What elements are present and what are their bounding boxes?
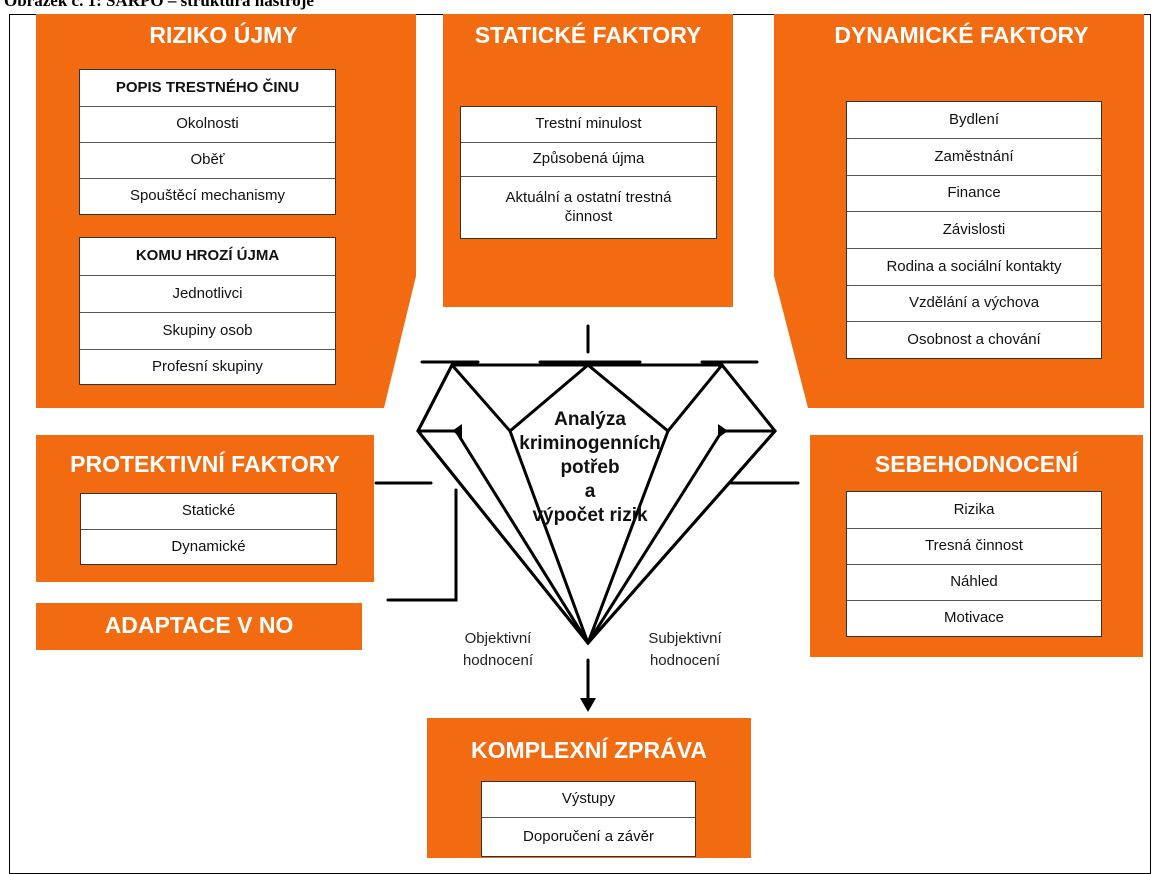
dynamicke-item: Zaměstnání <box>847 139 1101 176</box>
popis-item: Okolnosti <box>80 107 335 143</box>
dynamicke-faktory-table: Bydlení Zaměstnání Finance Závislosti Ro… <box>846 101 1102 359</box>
komu-hrozi-ujma-table: KOMU HROZÍ ÚJMA Jednotlivci Skupiny osob… <box>79 237 336 385</box>
dynamicke-item: Finance <box>847 176 1101 212</box>
komu-item: Skupiny osob <box>80 313 335 350</box>
komu-item: Jednotlivci <box>80 276 335 313</box>
staticke-faktory-title: STATICKÉ FAKTORY <box>474 22 702 48</box>
subjektivni-line: hodnocení <box>649 652 721 669</box>
riziko-ujmy-title: RIZIKO ÚJMY <box>149 22 298 48</box>
adaptace-title: ADAPTACE V NO <box>104 612 294 638</box>
center-line: potřeb <box>560 457 620 478</box>
dynamicke-item: Vzdělání a výchova <box>847 286 1101 322</box>
objektivni-line: hodnocení <box>462 652 534 669</box>
staticke-faktory-table: Trestní minulost Způsobená újma Aktuální… <box>460 106 717 239</box>
dynamicke-item: Bydlení <box>847 102 1101 139</box>
center-line: Analýza <box>554 409 626 430</box>
popis-header: POPIS TRESTNÉHO ČINU <box>80 70 335 107</box>
subjektivni-hodnoceni-label: Subjektivní hodnocení <box>630 628 740 672</box>
dynamicke-item: Osobnost a chování <box>907 330 1041 348</box>
center-line: výpočet rizik <box>532 505 648 526</box>
arrow-head <box>580 698 596 712</box>
komplexni-item: Doporučení a závěr <box>523 827 654 845</box>
komplexni-zprava-table: Výstupy Doporučení a závěr <box>481 781 696 857</box>
popis-item: Oběť <box>80 143 335 179</box>
staticke-item: Způsobená újma <box>461 143 716 177</box>
adaptace-panel <box>36 603 362 650</box>
protektivni-faktory-table: Statické Dynamické <box>80 493 337 565</box>
sebehodnoceni-item: Náhled <box>847 565 1101 601</box>
objektivni-hodnoceni-label: Objektivní hodnocení <box>448 628 548 672</box>
center-analysis-text: Analýza kriminogenních potřeb a výpočet … <box>500 408 680 528</box>
dynamicke-faktory-title: DYNAMICKÉ FAKTORY <box>834 22 1089 48</box>
sebehodnoceni-item: Motivace <box>943 609 1005 627</box>
subjektivni-line: Subjektivní <box>648 630 722 647</box>
sebehodnoceni-item: Rizika <box>847 492 1101 529</box>
sebehodnoceni-title: SEBEHODNOCENÍ <box>874 451 1079 477</box>
popis-trestneho-cinu-table: POPIS TRESTNÉHO ČINU Okolnosti Oběť Spou… <box>79 69 336 215</box>
komplexni-item: Výstupy <box>482 782 695 818</box>
dynamicke-item: Rodina a sociální kontakty <box>847 249 1101 286</box>
protektivni-faktory-title: PROTEKTIVNÍ FAKTORY <box>70 451 340 477</box>
center-line: a <box>584 481 596 502</box>
diamond-diagram <box>374 324 800 712</box>
protektivni-item: Statické <box>81 494 336 530</box>
sebehodnoceni-item: Tresná činnost <box>847 529 1101 565</box>
center-line: kriminogenních <box>519 433 661 454</box>
sebehodnoceni-table: Rizika Tresná činnost Náhled Motivace <box>846 491 1102 637</box>
staticke-item: Aktuální a ostatní trestná činnost <box>505 188 672 225</box>
diamond-facets <box>450 363 724 434</box>
komu-header: KOMU HROZÍ ÚJMA <box>80 238 335 276</box>
popis-item: Spouštěcí mechanismy <box>129 187 286 205</box>
figure-caption: Obrázek č. 1: SARPO – struktura nástroje <box>4 0 314 10</box>
komplexni-zprava-title: KOMPLEXNÍ ZPRÁVA <box>471 737 707 763</box>
dynamicke-item: Závislosti <box>847 212 1101 249</box>
komu-item: Profesní skupiny <box>152 357 263 375</box>
objektivni-line: Objektivní <box>464 630 532 647</box>
connector-adaptation <box>386 488 458 602</box>
staticke-item: Trestní minulost <box>461 107 716 143</box>
protektivni-item: Dynamické <box>171 537 246 555</box>
